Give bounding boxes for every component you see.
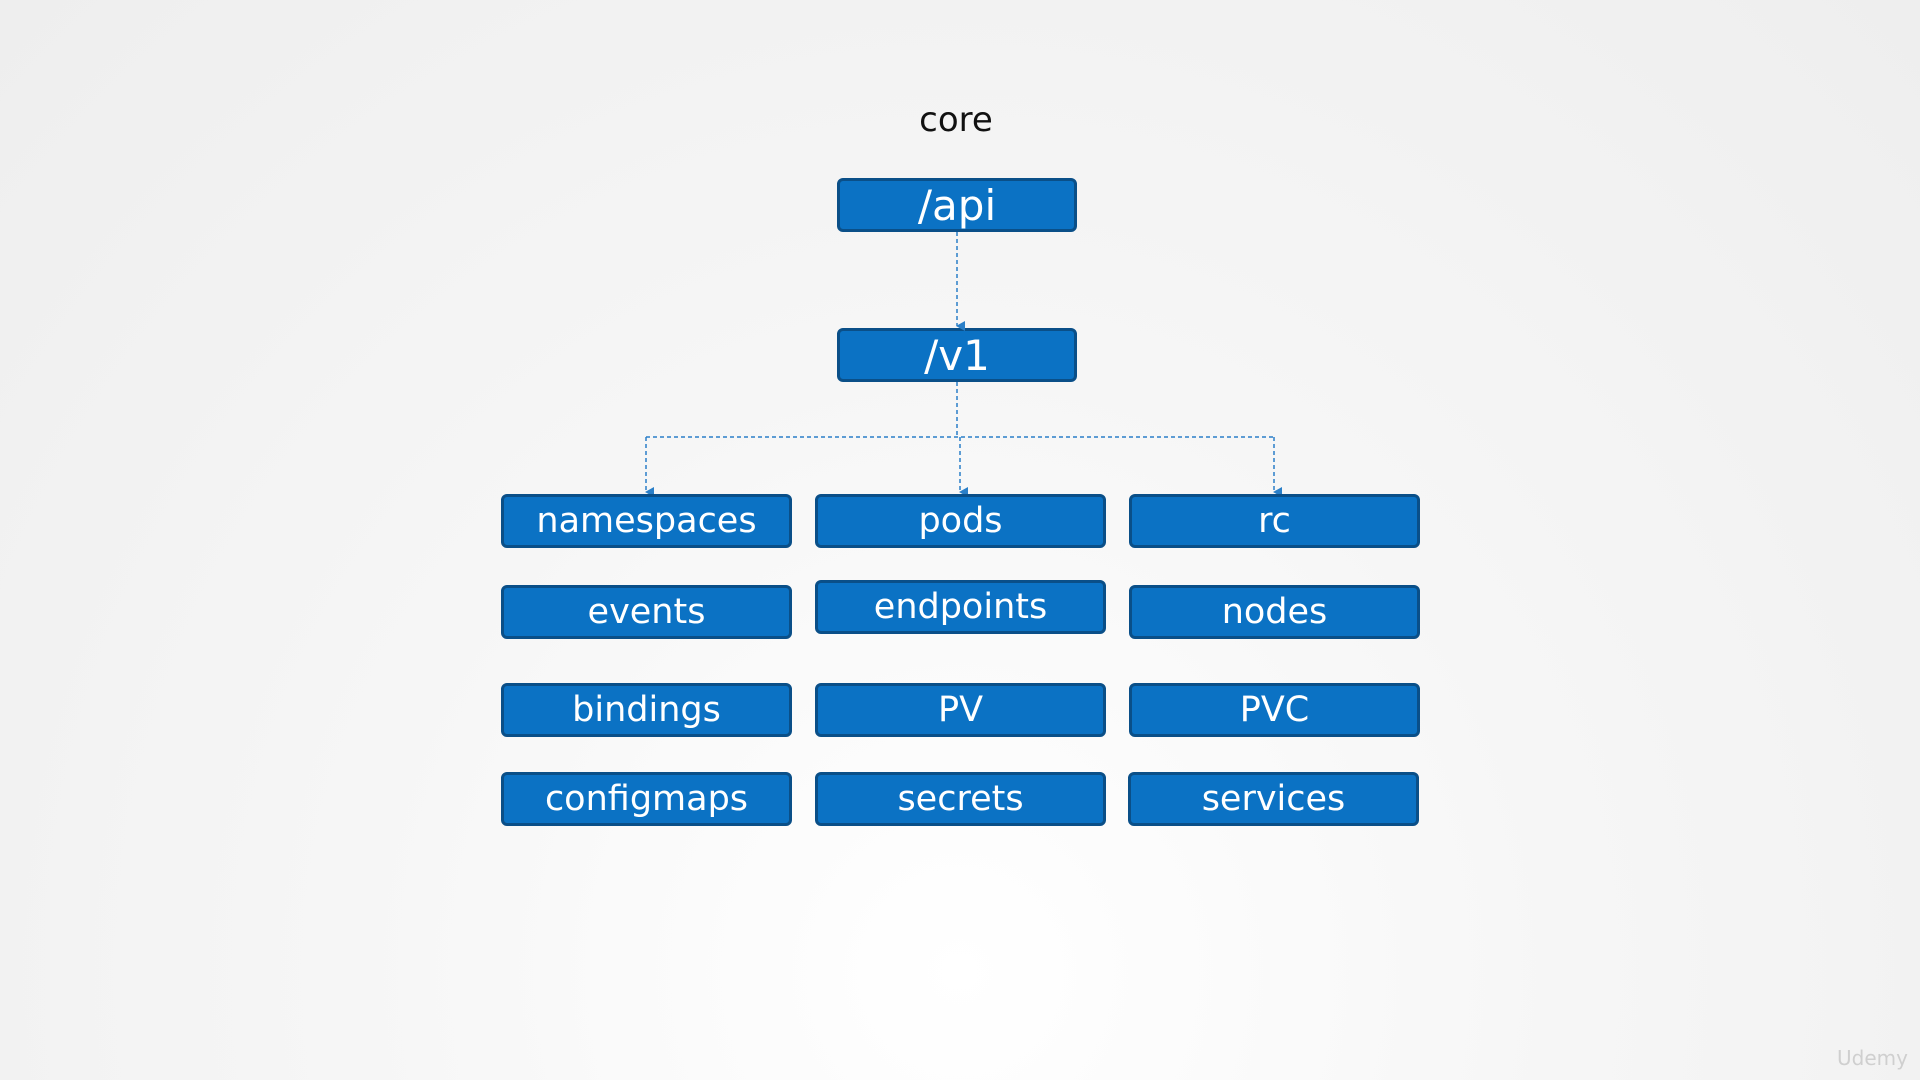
resource-box-endpoints: endpoints [815, 580, 1106, 634]
resource-box-nodes: nodes [1129, 585, 1420, 639]
resource-box-pvc: PVC [1129, 683, 1420, 737]
udemy-watermark: Udemy [1837, 1046, 1908, 1070]
resource-box-pv: PV [815, 683, 1106, 737]
api-box: /api [837, 178, 1077, 232]
resource-box-pods: pods [815, 494, 1106, 548]
group-title: core [919, 100, 993, 140]
resource-box-services: services [1128, 772, 1419, 826]
resource-box-events: events [501, 585, 792, 639]
resource-box-configmaps: configmaps [501, 772, 792, 826]
resource-box-secrets: secrets [815, 772, 1106, 826]
resource-box-namespaces: namespaces [501, 494, 792, 548]
resource-box-bindings: bindings [501, 683, 792, 737]
resource-box-rc: rc [1129, 494, 1420, 548]
